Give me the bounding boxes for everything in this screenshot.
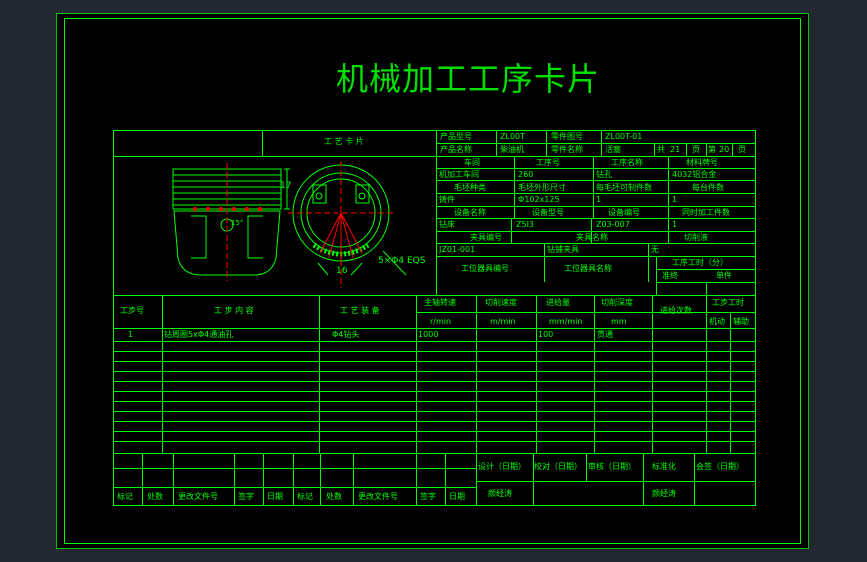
process-name-label: 工序名称 <box>611 158 643 167</box>
author-1: 颜经涛 <box>488 489 512 498</box>
material-label: 材料牌号 <box>686 158 718 167</box>
process-no-value: 260 <box>518 170 534 179</box>
col-step-no: 工步号 <box>120 306 144 315</box>
dim-groove: 16 <box>336 266 348 276</box>
col-cut-speed: 切削速度 <box>485 298 517 307</box>
drawing-sheet: 机械加工工序卡片 工 艺 卡 片 产品型号 ZL00T 零件图号 ZL00T-0… <box>56 13 809 549</box>
simul-label: 同时加工件数 <box>682 208 730 217</box>
unit-depth: mm <box>611 317 627 326</box>
page-label: 第 <box>708 145 716 154</box>
part-drawing-no-value: ZL00T-01 <box>605 132 643 141</box>
col-feed: 进给量 <box>546 298 570 307</box>
fixture-name-value: 钻铺夹具 <box>547 245 579 254</box>
fixture-no-value: JZ01-001 <box>439 245 476 254</box>
footer-sig-1: 签字 <box>238 492 254 501</box>
single-label: 单件 <box>716 271 732 280</box>
part-name-value: 活塞 <box>605 145 621 154</box>
material-value: 4032铝合金 <box>672 170 717 179</box>
page-value: 20 <box>719 145 730 154</box>
col-passes: 进给次数 <box>660 306 692 315</box>
angle-note: 15° <box>231 219 244 227</box>
product-model-label: 产品型号 <box>440 132 472 141</box>
coolant-value: 无 <box>651 245 659 254</box>
total-label: 共 <box>657 145 665 154</box>
product-model-value: ZL00T <box>500 132 526 141</box>
col-content: 工 步 内 容 <box>214 306 254 315</box>
simul-value: 1 <box>672 220 678 229</box>
dim-height: 17 <box>280 181 292 191</box>
footer-mark-1: 标记 <box>117 492 133 501</box>
check-label: 校对（日期） <box>534 462 582 471</box>
review-label: 审核（日期） <box>588 462 636 471</box>
blank-type-value: 铸件 <box>439 195 455 204</box>
blank-size-value: Φ102x125 <box>518 195 560 204</box>
blank-size-label: 毛坯外形尺寸 <box>518 183 566 192</box>
step-1-no: 1 <box>128 330 134 339</box>
footer-count-1: 处数 <box>147 492 163 501</box>
unit-speed: r/min <box>430 317 452 326</box>
part-drawing-no-label: 零件图号 <box>551 132 583 141</box>
col-hours: 工步工时 <box>712 298 744 307</box>
total-value: 21 <box>670 145 681 154</box>
per-unit-label: 每台件数 <box>692 183 724 192</box>
page-unit-1: 页 <box>692 145 700 154</box>
product-name-label: 产品名称 <box>440 145 472 154</box>
station-tool-no-label: 工位器具编号 <box>461 264 509 273</box>
equip-name-label: 设备名称 <box>454 208 486 217</box>
author-2: 颜经涛 <box>652 489 676 498</box>
fixture-name-label: 夹具名称 <box>576 233 608 242</box>
workshop-label: 车间 <box>464 158 480 167</box>
equip-no-label: 设备编号 <box>608 208 640 217</box>
step-1-content: 钻周圈5xΦ4通油孔 <box>164 330 234 339</box>
unit-feed: mm/min <box>549 317 583 326</box>
footer-sig-2: 签字 <box>420 492 436 501</box>
process-name-value: 钻孔 <box>596 170 612 179</box>
footer-mark-2: 标记 <box>297 492 313 501</box>
piston-center-marks <box>192 163 263 281</box>
card-header-label: 工 艺 卡 片 <box>324 137 364 146</box>
prep-label: 准终 <box>662 271 678 280</box>
blank-count-value: 1 <box>596 195 602 204</box>
unit-cut-speed: m/min <box>490 317 516 326</box>
footer-doc-1: 更改文件号 <box>178 492 218 501</box>
step-1-equipment: Φ4钻头 <box>332 330 360 339</box>
piston-top-centerlines <box>288 161 394 288</box>
hours-machine: 机动 <box>709 317 725 326</box>
standard-label: 标准化 <box>652 462 676 471</box>
equip-no-value: Z03-007 <box>596 220 630 229</box>
blank-type-label: 毛坯种类 <box>454 183 486 192</box>
card-title: 机械加工工序卡片 <box>336 60 601 98</box>
sheet-lines <box>56 13 809 549</box>
part-name-label: 零件名称 <box>551 145 583 154</box>
page-unit-2: 页 <box>738 145 746 154</box>
sign-label: 会签（日期） <box>696 462 744 471</box>
col-equipment: 工 艺 装 备 <box>340 306 380 315</box>
fixture-no-label: 夹具编号 <box>470 233 502 242</box>
process-no-label: 工序号 <box>536 158 560 167</box>
hole-note: 5×Φ4 EQS <box>378 256 426 266</box>
step-1-depth: 贯通 <box>597 330 613 339</box>
col-depth: 切削深度 <box>601 298 633 307</box>
per-unit-value: 1 <box>672 195 678 204</box>
product-name-value: 柴油机 <box>500 145 524 154</box>
workshop-value: 机加工车间 <box>439 170 479 179</box>
footer-date-2: 日期 <box>449 492 465 501</box>
blank-count-label: 每毛坯可制件数 <box>596 183 652 192</box>
equip-name-value: 钻床 <box>439 220 455 229</box>
station-tool-name-label: 工位器具名称 <box>564 264 612 273</box>
step-1-feed: 100 <box>538 330 554 339</box>
design-label: 设计（日期） <box>478 462 526 471</box>
coolant-label: 切削液 <box>684 233 708 242</box>
step-1-speed: 1000 <box>418 330 439 339</box>
equip-model-label: 设备型号 <box>532 208 564 217</box>
footer-doc-2: 更改文件号 <box>358 492 398 501</box>
col-speed: 主轴转速 <box>424 298 456 307</box>
equip-model-value: Z5I3 <box>516 220 535 229</box>
hours-aux: 辅助 <box>733 317 749 326</box>
footer-count-2: 处数 <box>326 492 342 501</box>
footer-date-1: 日期 <box>267 492 283 501</box>
std-time-label: 工序工时（分） <box>672 258 728 267</box>
